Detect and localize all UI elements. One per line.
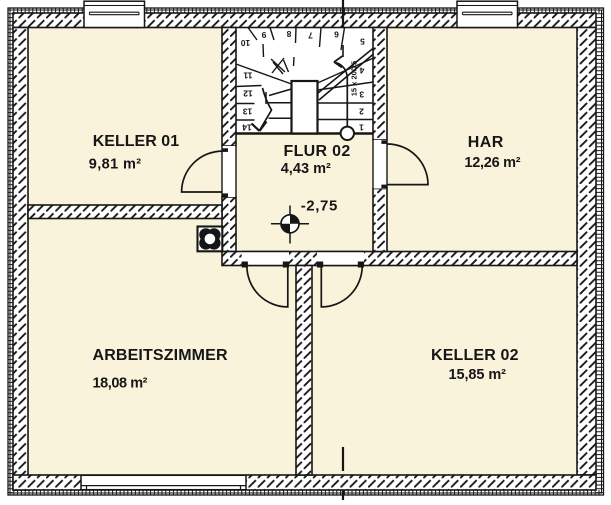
svg-text:18,08 m²: 18,08 m²: [93, 376, 148, 392]
svg-text:4,43 m²: 4,43 m²: [281, 161, 331, 177]
svg-text:HAR: HAR: [468, 134, 504, 151]
svg-text:1: 1: [359, 123, 364, 133]
svg-text:8: 8: [286, 29, 291, 39]
svg-text:15,85 m²: 15,85 m²: [449, 367, 507, 383]
svg-text:ARBEITSZIMMER: ARBEITSZIMMER: [93, 347, 228, 364]
svg-text:KELLER 01: KELLER 01: [93, 133, 179, 150]
svg-text:11: 11: [243, 71, 252, 81]
svg-text:KELLER 02: KELLER 02: [431, 347, 519, 364]
svg-text:15 x 20/25: 15 x 20/25: [350, 61, 359, 96]
svg-text:13: 13: [243, 107, 253, 117]
svg-text:4: 4: [359, 66, 364, 76]
svg-text:9: 9: [261, 30, 266, 40]
svg-text:2: 2: [359, 107, 364, 117]
svg-text:5: 5: [360, 37, 365, 47]
svg-text:14: 14: [242, 123, 252, 133]
svg-text:-2,75: -2,75: [301, 198, 338, 215]
svg-text:9,81 m²: 9,81 m²: [89, 157, 141, 173]
svg-text:12,26 m²: 12,26 m²: [464, 155, 520, 171]
svg-text:7: 7: [308, 31, 313, 41]
svg-text:10: 10: [241, 38, 251, 48]
svg-text:3: 3: [359, 90, 364, 100]
svg-text:FLUR 02: FLUR 02: [284, 143, 351, 160]
svg-text:6: 6: [334, 30, 339, 40]
svg-text:12: 12: [243, 89, 253, 99]
